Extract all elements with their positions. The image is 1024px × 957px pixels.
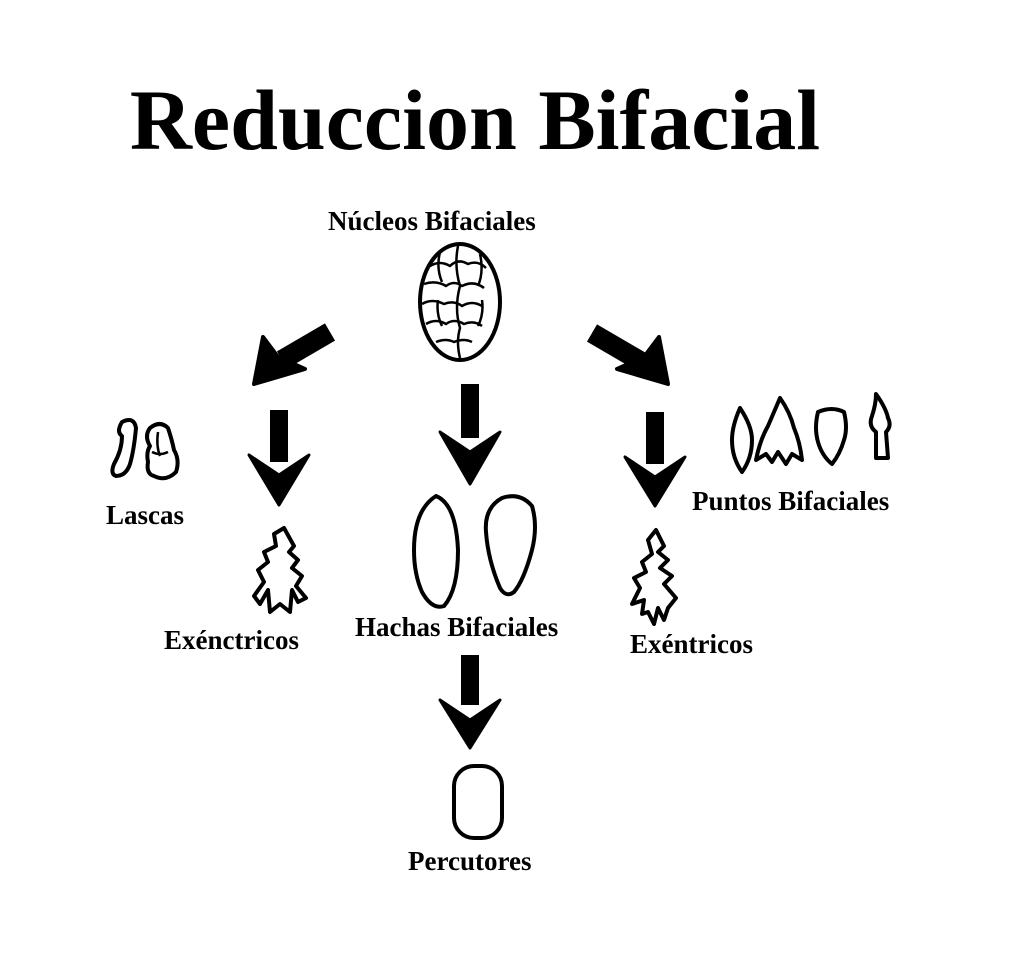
label-excentricos-left: Exénctricos bbox=[164, 625, 299, 655]
arrow-core-to-hachas-icon bbox=[438, 384, 502, 486]
hammerstone-percutor-icon bbox=[452, 764, 504, 840]
diagram-title: Reduccion Bifacial bbox=[129, 72, 821, 168]
label-puntos-bifaciales: Puntos Bifaciales bbox=[692, 486, 890, 516]
arrow-core-to-left-icon bbox=[252, 323, 336, 386]
arrow-right-to-excentricos-icon bbox=[623, 412, 687, 508]
core-nucleus-icon bbox=[418, 242, 502, 362]
label-lascas: Lascas bbox=[106, 500, 185, 530]
flakes-lascas-icon bbox=[110, 418, 180, 481]
eccentric-right-icon bbox=[630, 528, 678, 626]
label-percutores: Percutores bbox=[408, 846, 532, 876]
label-excentricos-right: Exéntricos bbox=[630, 629, 753, 659]
arrow-core-to-right-icon bbox=[586, 324, 670, 386]
bifacial-points-icon bbox=[730, 392, 892, 474]
eccentric-left-icon bbox=[252, 526, 308, 614]
arrow-left-to-excentricos-icon bbox=[247, 410, 311, 507]
label-nucleos-bifaciales: Núcleos Bifaciales bbox=[328, 206, 536, 236]
arrow-hachas-to-percutores-icon bbox=[438, 655, 502, 750]
label-hachas-bifaciales: Hachas Bifaciales bbox=[355, 612, 559, 642]
axes-hachas-icon bbox=[412, 494, 537, 609]
